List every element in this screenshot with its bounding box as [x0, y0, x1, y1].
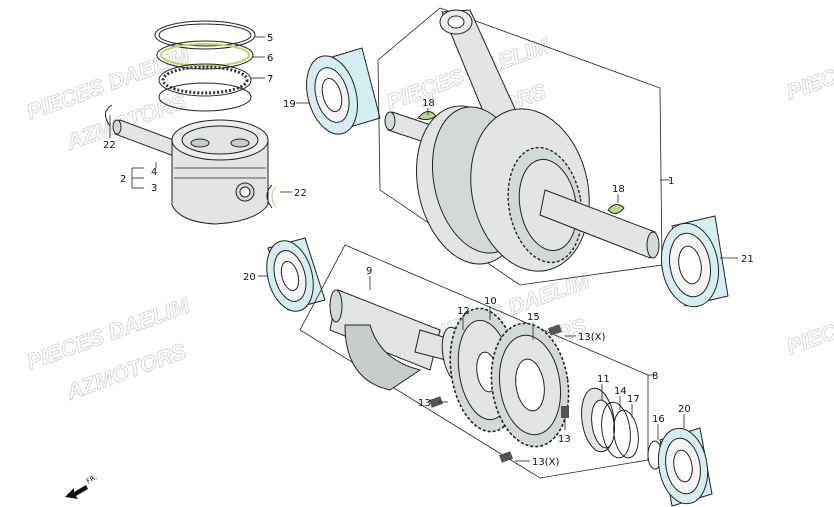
- callout-22-right: 22: [294, 188, 307, 199]
- callout-14: 14: [614, 386, 627, 397]
- callout-20-right: 20: [678, 404, 691, 415]
- callout-22-left: 22: [103, 140, 116, 151]
- callout-3: 3: [151, 183, 157, 194]
- callout-13-left: 13: [418, 398, 431, 409]
- front-direction-indicator: FR.: [65, 473, 98, 499]
- callout-15: 15: [527, 312, 540, 323]
- callout-1: 1: [668, 176, 674, 187]
- front-label: FR.: [85, 473, 98, 485]
- callout-10: 10: [484, 296, 497, 307]
- spring-washer-set-11-14: [581, 387, 639, 459]
- callout-6: 6: [267, 53, 273, 64]
- callout-5: 5: [267, 33, 273, 44]
- callout-18-left: 18: [422, 98, 435, 109]
- callout-19: 19: [283, 99, 296, 110]
- bearing-21: [660, 215, 729, 308]
- callout-13x-bottom: 13(X): [532, 457, 559, 468]
- callout-8: 8: [652, 371, 658, 382]
- leader-lines: [109, 36, 738, 462]
- callout-4: 4: [151, 167, 157, 178]
- callout-labels: 5 6 7 22 22 4 2 3 19 18 18 1 21 20 9 10 …: [103, 33, 754, 468]
- bearing-20-right: [657, 427, 713, 507]
- bearing-20-left: [266, 237, 326, 312]
- crankshaft-assembly: [384, 9, 660, 272]
- piston-pin-clip-right: [266, 184, 277, 209]
- bearing-19: [306, 47, 381, 135]
- watermark-text: PIECES DAELIM: [783, 22, 834, 104]
- front-arrow-icon: [65, 485, 88, 499]
- spring-group-13: [428, 324, 569, 463]
- callout-21: 21: [741, 254, 754, 265]
- piston-ring-set: [154, 20, 256, 112]
- balancer-group-frame: [299, 244, 649, 479]
- crankshaft-group-frame: [377, 7, 663, 286]
- callout-13-right: 13: [558, 434, 571, 445]
- callout-11: 11: [597, 374, 610, 385]
- callout-20-left: 20: [243, 272, 256, 283]
- callout-9: 9: [366, 266, 372, 277]
- callout-16: 16: [652, 414, 665, 425]
- callout-18-right: 18: [612, 184, 625, 195]
- piston: [171, 119, 269, 225]
- drive-gear-15: [490, 322, 570, 448]
- callout-7: 7: [267, 74, 273, 85]
- callout-13x-top: 13(X): [578, 332, 605, 343]
- callout-12: 12: [457, 306, 470, 317]
- piston-pin-clip-left: [105, 104, 113, 127]
- callout-2: 2: [120, 174, 126, 185]
- callout-17: 17: [627, 394, 640, 405]
- watermark-text: PIECES DAELIM: [783, 277, 834, 359]
